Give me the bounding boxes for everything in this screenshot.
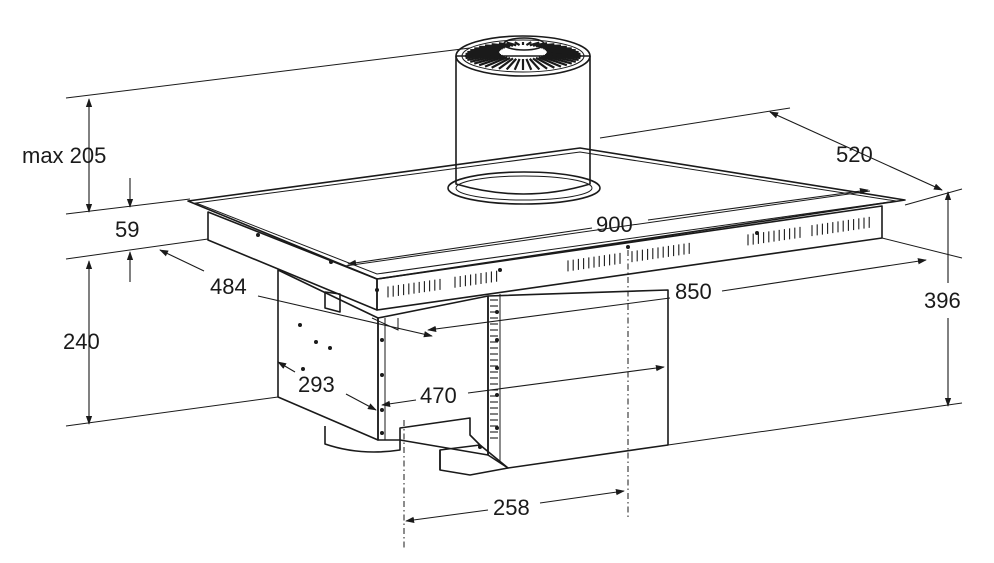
grille-bar (546, 50, 582, 58)
hob-plate (187, 147, 906, 311)
vent-slots (387, 216, 870, 439)
screw-hole (495, 366, 499, 370)
dim-glass-width: 900 (596, 212, 633, 237)
screw-hole (380, 408, 384, 412)
dimension-labels: max 205 59 240 520 900 850 484 396 293 4… (22, 142, 961, 520)
grille-bar (464, 50, 500, 58)
grille-bar (544, 53, 576, 63)
dim-offset-width: 258 (493, 495, 530, 520)
grille-bar (529, 41, 540, 47)
screw-hole (375, 288, 379, 292)
grille-bar (491, 43, 511, 48)
grille-bar (513, 58, 521, 71)
dim-motor-box-width: 470 (420, 383, 457, 408)
screw-hole (314, 340, 318, 344)
screw-hole (495, 426, 499, 430)
grille-bar (540, 55, 568, 67)
grille-bar (478, 55, 506, 67)
grille-bar (532, 57, 548, 70)
screw-hole (498, 268, 502, 272)
screw-hole (329, 260, 333, 264)
grille-bar (473, 54, 504, 65)
grille-bar (538, 56, 562, 68)
screw-hole (256, 233, 260, 237)
dim-cutout-depth: 484 (210, 274, 247, 299)
grille-bar (470, 53, 502, 63)
screw-hole (301, 367, 305, 371)
dimension-lines (85, 98, 952, 524)
grille-bar (528, 57, 541, 71)
grille-bar (467, 52, 501, 62)
grille-bar (498, 57, 514, 70)
screw-hole (495, 393, 499, 397)
grille-bar (545, 52, 579, 62)
screw-hole (328, 346, 332, 350)
downdraft-chimney (447, 35, 601, 205)
dim-cutout-width: 850 (675, 279, 712, 304)
dim-side-box-depth: 293 (298, 372, 335, 397)
grille-bar (546, 49, 581, 56)
grille-bar (505, 57, 518, 71)
screw-hole (495, 338, 499, 342)
motor-housing (277, 269, 669, 476)
grille-bar (514, 41, 521, 47)
grille-bar (484, 56, 508, 68)
screw-hole (380, 431, 384, 435)
screw-holes (256, 231, 759, 449)
grille-bar (542, 54, 573, 65)
screw-hole (478, 445, 482, 449)
screw-hole (298, 323, 302, 327)
grille-bar (506, 41, 517, 47)
screw-hole (380, 338, 384, 342)
screw-hole (626, 245, 630, 249)
grille-bar (498, 42, 514, 47)
dim-chimney-max-height: max 205 (22, 143, 106, 168)
chimney-grille (464, 41, 582, 71)
grille-bar (535, 56, 555, 69)
screw-hole (755, 231, 759, 235)
dim-total-height: 396 (924, 288, 961, 313)
screw-hole (495, 310, 499, 314)
dim-glass-depth: 520 (836, 142, 873, 167)
grille-bar (465, 51, 500, 60)
screw-hole (380, 373, 384, 377)
grille-bar (546, 51, 581, 60)
grille-bar (525, 58, 533, 71)
grille-bar (525, 41, 532, 47)
dim-body-height: 240 (63, 329, 100, 354)
dim-glass-thickness: 59 (115, 217, 139, 242)
centre-lines (403, 250, 629, 548)
grille-bar (491, 56, 511, 69)
